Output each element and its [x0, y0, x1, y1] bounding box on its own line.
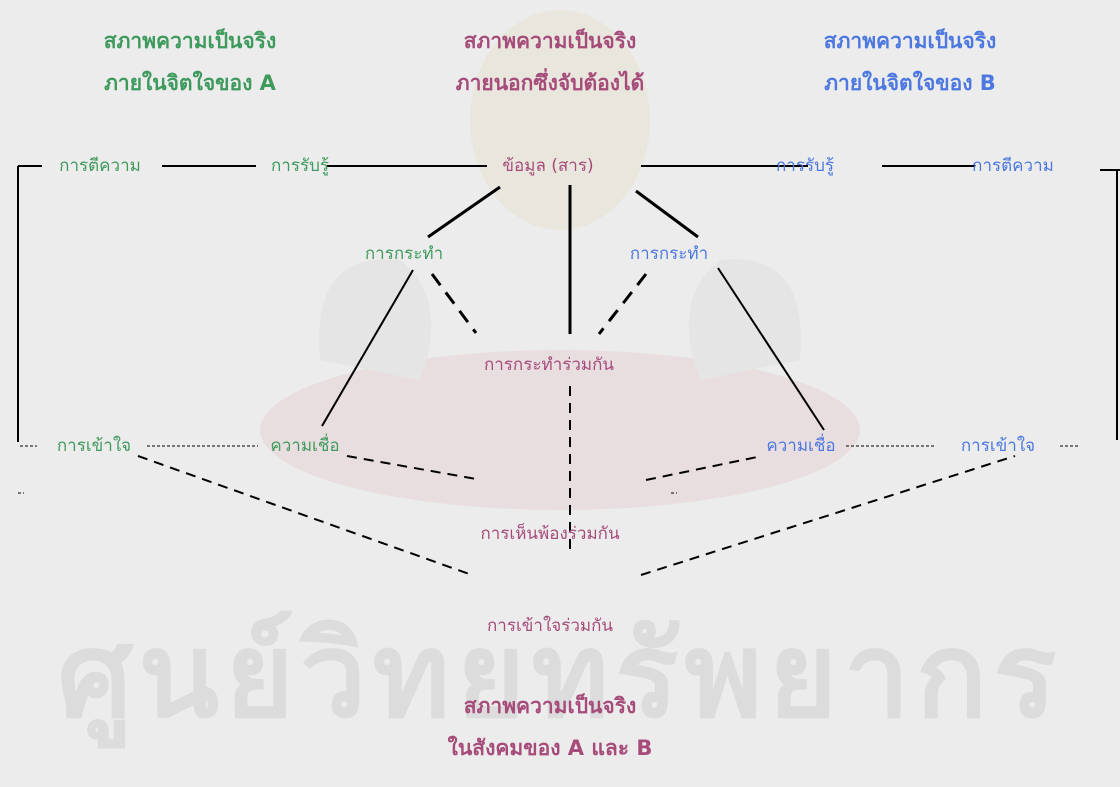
heading-social-reality-of-a-and-b: สภาพความเป็นจริง ในสังคมของ A และ B: [400, 685, 700, 769]
node-b-action: การกระทำ: [629, 244, 709, 264]
heading-reality-in-mind-of-b: สภาพความเป็นจริง ภายในจิตใจของ B: [770, 20, 1050, 104]
heading-bottom-line1: สภาพความเป็นจริง: [463, 694, 637, 718]
node-b-belief: ความเชื่อ: [766, 436, 836, 456]
node-a-understanding: การเข้าใจ: [56, 436, 132, 456]
node-b-understanding: การเข้าใจ: [960, 436, 1036, 456]
node-b-interpretation: การตีความ: [972, 156, 1054, 176]
node-a-action: การกระทำ: [364, 244, 444, 264]
heading-bottom-line2: ในสังคมของ A และ B: [447, 736, 653, 760]
heading-a-line1: สภาพความเป็นจริง: [103, 29, 277, 53]
heading-reality-in-mind-of-a: สภาพความเป็นจริง ภายในจิตใจของ A: [50, 20, 330, 104]
university-seal-watermark: [260, 10, 860, 510]
node-a-perception: การรับรู้: [270, 156, 330, 176]
heading-b-line2: ภายในจิตใจของ B: [824, 71, 996, 95]
heading-b-line1: สภาพความเป็นจริง: [823, 29, 997, 53]
watermark-text: ศูนย์วิทยทรัพยากร: [57, 606, 1063, 744]
node-agreement: การเห็นพ้องร่วมกัน: [480, 524, 620, 544]
heading-a-line2: ภายในจิตใจของ A: [104, 71, 276, 95]
heading-center-line2: ภายนอกซึ่งจับต้องได้: [455, 71, 645, 95]
heading-external-tangible-reality: สภาพความเป็นจริง ภายนอกซึ่งจับต้องได้: [400, 20, 700, 104]
node-mutual-understanding: การเข้าใจร่วมกัน: [486, 616, 614, 636]
node-joint-action: การกระทำร่วมกัน: [483, 355, 615, 375]
node-b-perception: การรับรู้: [775, 156, 835, 176]
heading-center-line1: สภาพความเป็นจริง: [463, 29, 637, 53]
node-data-message: ข้อมูล (สาร): [502, 156, 594, 176]
node-a-interpretation: การตีความ: [59, 156, 141, 176]
node-a-belief: ความเชื่อ: [270, 436, 340, 456]
